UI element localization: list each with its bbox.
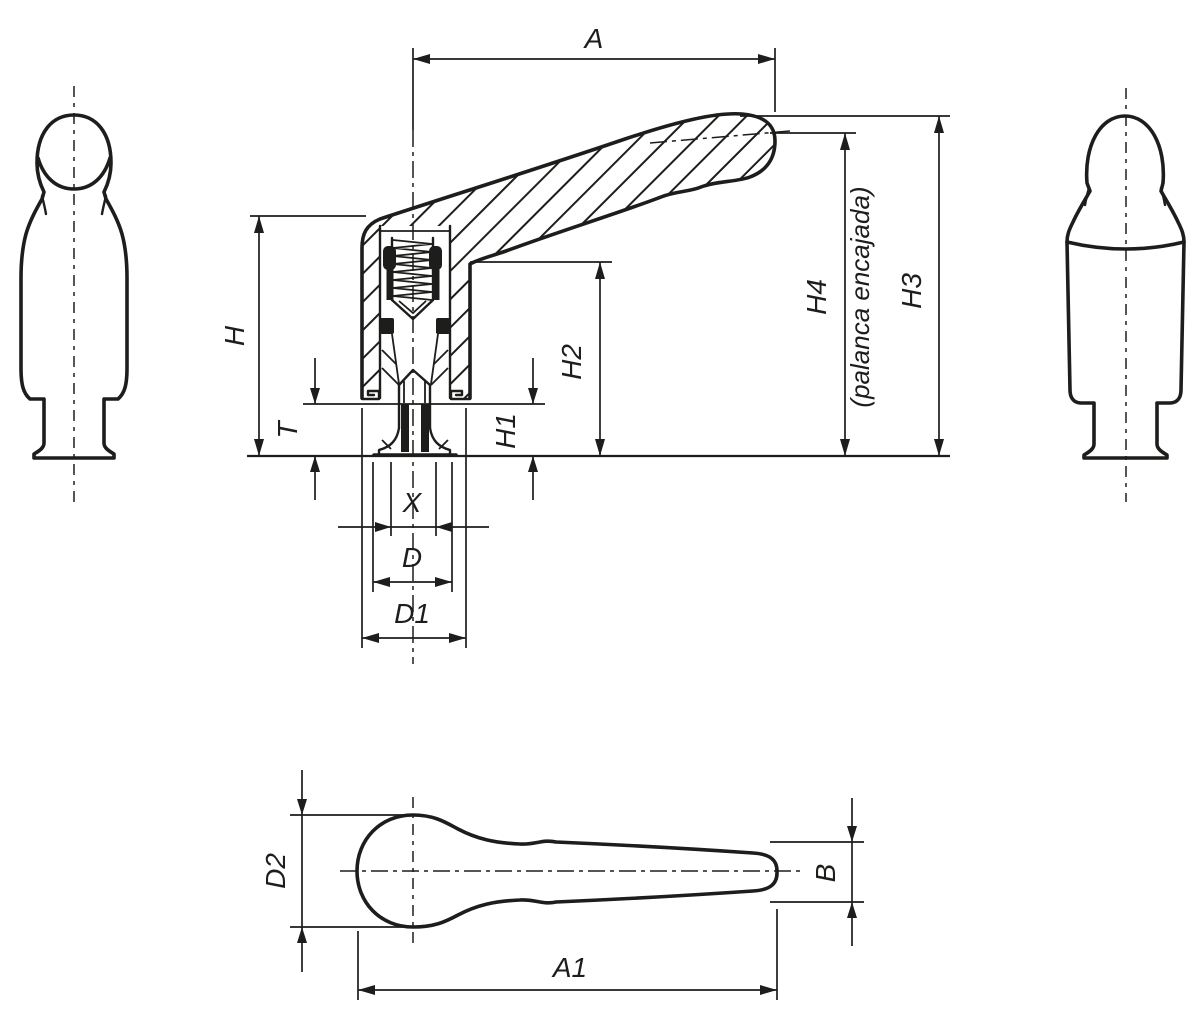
arrowhead xyxy=(449,633,466,643)
dimension-H4: H4 (palanca encajada) xyxy=(770,132,875,456)
side-view xyxy=(1065,88,1186,502)
dim-label-d2: D2 xyxy=(260,853,291,889)
seat-line-left xyxy=(391,333,400,385)
side-view-outline xyxy=(1065,114,1186,460)
dimension-H3: H3 xyxy=(740,115,950,456)
dimension-B: B xyxy=(770,798,864,946)
thread-band-right xyxy=(421,404,429,452)
dimension-A1: A1 xyxy=(357,909,778,1000)
arrowhead xyxy=(310,388,320,404)
arrowhead xyxy=(254,439,264,456)
snap-hook-right xyxy=(449,382,472,401)
lever-outline xyxy=(360,111,777,400)
dimension-D2: D2 xyxy=(260,770,419,972)
front-view-ball-arc xyxy=(36,156,112,191)
pawl-head-left xyxy=(383,246,396,270)
arrowhead xyxy=(595,439,605,456)
top-view-outline xyxy=(355,813,779,929)
arrowhead xyxy=(847,902,857,918)
dim-label-a1: A1 xyxy=(551,952,587,983)
arrowhead xyxy=(373,577,390,587)
side-view-notch-left xyxy=(1083,186,1091,207)
arrowhead xyxy=(847,826,857,842)
dimension-D1: D1 xyxy=(361,408,467,648)
arrowhead xyxy=(528,388,538,404)
extension-line xyxy=(361,408,467,648)
arrowhead xyxy=(840,133,850,150)
extension-line xyxy=(770,841,864,903)
extension-line xyxy=(372,462,453,592)
dimension-H1: H1 xyxy=(490,358,538,500)
front-view-notch-right xyxy=(100,194,108,216)
side-view-shoulder-arc xyxy=(1065,240,1186,251)
dimension-T: T xyxy=(272,358,545,500)
dim-label-d: D xyxy=(402,542,422,573)
arrowhead xyxy=(310,456,320,472)
tooth-nub-left xyxy=(380,318,394,334)
arrowhead xyxy=(375,522,391,532)
dim-label-h3: H3 xyxy=(896,273,927,309)
dim-label-d1: D1 xyxy=(394,598,430,629)
top-view xyxy=(340,797,800,943)
tooth-nub-right xyxy=(436,318,450,334)
dimension-D: D xyxy=(372,462,453,592)
arrowhead xyxy=(413,54,430,64)
bushing-skirt-right xyxy=(428,426,452,457)
dim-label-h: H xyxy=(219,325,250,346)
arrowhead xyxy=(358,985,375,995)
thread-band-left xyxy=(401,404,409,452)
dimension-X: X xyxy=(338,462,489,536)
dim-label-t: T xyxy=(272,420,303,439)
pawl-head-right xyxy=(429,246,442,270)
bushing-skirt-left xyxy=(377,426,401,457)
arrowhead xyxy=(595,262,605,279)
arrowhead xyxy=(760,985,777,995)
front-view xyxy=(19,86,129,502)
arrowhead xyxy=(297,927,307,943)
arrowhead xyxy=(254,216,264,233)
dimension-H2: H2 xyxy=(470,261,612,456)
arrowhead xyxy=(840,439,850,456)
arrowhead xyxy=(435,577,452,587)
cavity-hatch-ticks xyxy=(381,349,449,450)
dim-label-a: A xyxy=(583,23,604,54)
screw-cone-inner xyxy=(398,300,427,315)
arrowhead xyxy=(436,522,452,532)
extension-line xyxy=(290,814,419,928)
dim-label-h4-note: (palanca encajada) xyxy=(845,186,875,407)
dim-label-b: B xyxy=(810,864,841,883)
extension-line xyxy=(390,462,437,536)
arrowhead xyxy=(758,54,775,64)
dim-label-h1: H1 xyxy=(490,413,521,449)
dimension-A: A xyxy=(413,23,776,112)
snap-hook-left xyxy=(360,382,381,401)
bushing-walls xyxy=(397,383,432,430)
front-view-notch-left xyxy=(40,194,48,216)
lever-axis-centerline xyxy=(649,130,791,144)
bushing-hex-flats xyxy=(403,381,426,403)
arrowhead xyxy=(934,439,944,456)
dim-label-x: X xyxy=(402,487,423,518)
dim-label-h2: H2 xyxy=(556,344,587,380)
side-view-notch-right xyxy=(1159,186,1167,207)
seat-line-right xyxy=(430,333,439,385)
dimension-H: H xyxy=(219,215,366,456)
arrowhead xyxy=(362,633,379,643)
dim-label-h4: H4 xyxy=(801,279,832,315)
front-view-outline xyxy=(19,113,129,460)
arrowhead xyxy=(934,116,944,133)
arrowhead xyxy=(528,456,538,472)
arrowhead xyxy=(297,799,307,815)
extension-line xyxy=(357,909,778,1000)
